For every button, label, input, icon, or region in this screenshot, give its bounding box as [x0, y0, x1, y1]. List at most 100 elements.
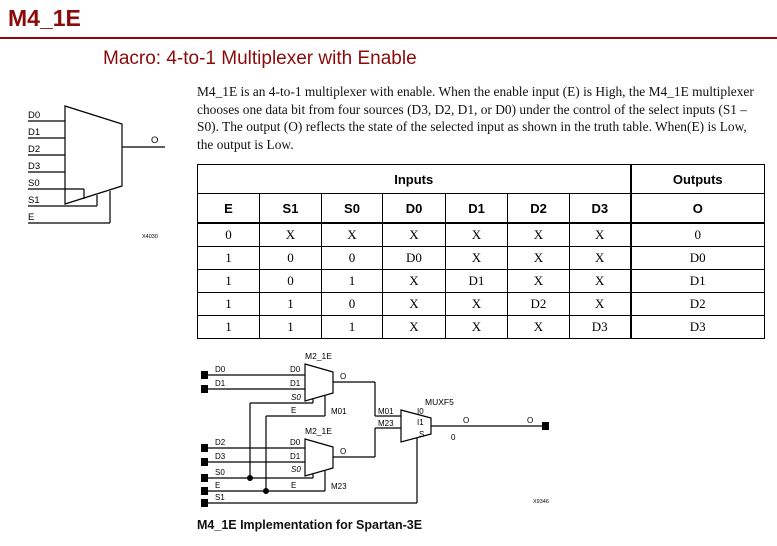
impl-code: X9346 — [533, 499, 549, 505]
table-cell: X — [569, 246, 632, 270]
table-row: 1 0 1 X D1 X X D1 — [197, 269, 765, 293]
mux-bottom-pin: S0 — [291, 465, 301, 474]
table-cell: D1 — [445, 269, 508, 293]
description-paragraph: M4_1E is an 4-to-1 multiplexer with enab… — [197, 84, 754, 152]
junction-dot-s0 — [247, 475, 253, 481]
mux-top-net: M01 — [331, 407, 347, 416]
table-cell: X — [321, 222, 383, 247]
input-pad — [201, 474, 208, 482]
truth-table-header: D0 — [382, 193, 446, 224]
table-cell: D2 — [507, 292, 570, 316]
mux-top-body — [304, 363, 334, 402]
page-subtitle: Macro: 4-to-1 Multiplexer with Enable — [103, 48, 417, 69]
sym-label-s0: S0 — [28, 178, 40, 189]
mux-bottom-pin: D0 — [290, 438, 301, 447]
input-pad — [201, 499, 208, 507]
table-cell: X — [259, 222, 322, 247]
impl-input-label: D1 — [215, 379, 226, 388]
table-cell: 0 — [197, 222, 260, 247]
truth-table-header: S1 — [259, 193, 322, 224]
table-cell: X — [507, 246, 570, 270]
mux-top-name: M2_1E — [305, 351, 332, 361]
truth-table: Inputs Outputs E S1 S0 D0 D1 D2 D3 O 0 X… — [197, 164, 765, 339]
table-cell: X — [569, 292, 632, 316]
table-cell: X — [445, 246, 508, 270]
table-cell: D2 — [630, 292, 765, 316]
impl-input-label: S0 — [215, 468, 225, 477]
table-row: 1 1 0 X X D2 X D2 — [197, 292, 765, 316]
sym-label-d3: D3 — [28, 161, 40, 172]
muxf5-net: M23 — [378, 419, 394, 428]
muxf5-pin: I0 — [417, 407, 424, 416]
table-cell: X — [507, 222, 570, 247]
table-cell: D0 — [382, 246, 446, 270]
mux-bottom-out: O — [340, 447, 346, 456]
muxf5-sel0: 0 — [451, 433, 456, 442]
sym-label-e: E — [28, 212, 34, 223]
muxf5-net: M01 — [378, 407, 394, 416]
table-cell: 0 — [259, 269, 322, 293]
figure-caption: M4_1E Implementation for Spartan-3E — [197, 518, 423, 532]
output-pad — [542, 422, 549, 430]
table-cell: 1 — [259, 292, 322, 316]
page-title: M4_1E — [8, 5, 81, 31]
mux-top-pin: D1 — [290, 379, 301, 388]
table-cell: 0 — [259, 246, 322, 270]
table-cell: X — [382, 222, 446, 247]
truth-table-header: D1 — [445, 193, 508, 224]
input-pad — [201, 371, 208, 379]
sym-label-d0: D0 — [28, 110, 40, 121]
truth-table-group-inputs: Inputs — [197, 164, 632, 194]
truth-table-group-outputs: Outputs — [630, 164, 765, 194]
mux-bottom-pin: D1 — [290, 452, 301, 461]
truth-table-header: O — [630, 193, 765, 224]
mux-symbol-diagram: D0 D1 D2 D3 S0 S1 E O X4030 — [28, 105, 165, 240]
table-cell: X — [445, 315, 508, 339]
table-row: 0 X X X X X X 0 — [197, 222, 765, 247]
junction-dot-e — [263, 488, 269, 494]
table-cell: 1 — [197, 246, 260, 270]
mux-symbol-body — [64, 105, 123, 205]
table-cell: X — [382, 315, 446, 339]
table-cell: X — [507, 269, 570, 293]
mux-bottom-body — [304, 438, 334, 477]
truth-table-header: E — [197, 193, 260, 224]
table-cell: X — [569, 269, 632, 293]
sym-label-d2: D2 — [28, 144, 40, 155]
table-cell: X — [382, 292, 446, 316]
sym-code: X4030 — [142, 234, 158, 240]
input-pad — [201, 458, 208, 466]
table-row: 1 1 1 X X X D3 D3 — [197, 315, 765, 339]
table-cell: 1 — [197, 292, 260, 316]
impl-input-label: D3 — [215, 452, 226, 461]
table-cell: 1 — [321, 269, 383, 293]
table-cell: X — [569, 222, 632, 247]
input-pad — [201, 385, 208, 393]
input-pad — [201, 444, 208, 452]
impl-input-label: S1 — [215, 493, 225, 502]
mux-bottom-net: M23 — [331, 482, 347, 491]
table-cell: D0 — [630, 246, 765, 270]
table-cell: X — [445, 222, 508, 247]
sym-label-d1: D1 — [28, 127, 40, 138]
mux-bottom-name: M2_1E — [305, 426, 332, 436]
muxf5-out: O — [463, 416, 469, 425]
table-cell: 0 — [321, 292, 383, 316]
table-row: 1 0 0 D0 X X X D0 — [197, 246, 765, 270]
mux-bottom-pin: E — [291, 481, 296, 490]
table-cell: 0 — [630, 222, 765, 247]
impl-input-label: D0 — [215, 365, 226, 374]
sym-label-o: O — [151, 135, 158, 146]
impl-input-label: D2 — [215, 438, 226, 447]
mux-top-out: O — [340, 372, 346, 381]
muxf5-name: MUXF5 — [425, 397, 454, 407]
table-cell: X — [445, 292, 508, 316]
title-divider — [0, 37, 777, 39]
muxf5-pin: I1 — [417, 418, 424, 427]
mux-top-pin: D0 — [290, 365, 301, 374]
muxf5-pin: S — [419, 430, 424, 439]
truth-table-header: S0 — [321, 193, 383, 224]
mux-top-pin: S0 — [291, 393, 301, 402]
truth-table-header: D2 — [507, 193, 570, 224]
mux-top-pin: E — [291, 406, 296, 415]
